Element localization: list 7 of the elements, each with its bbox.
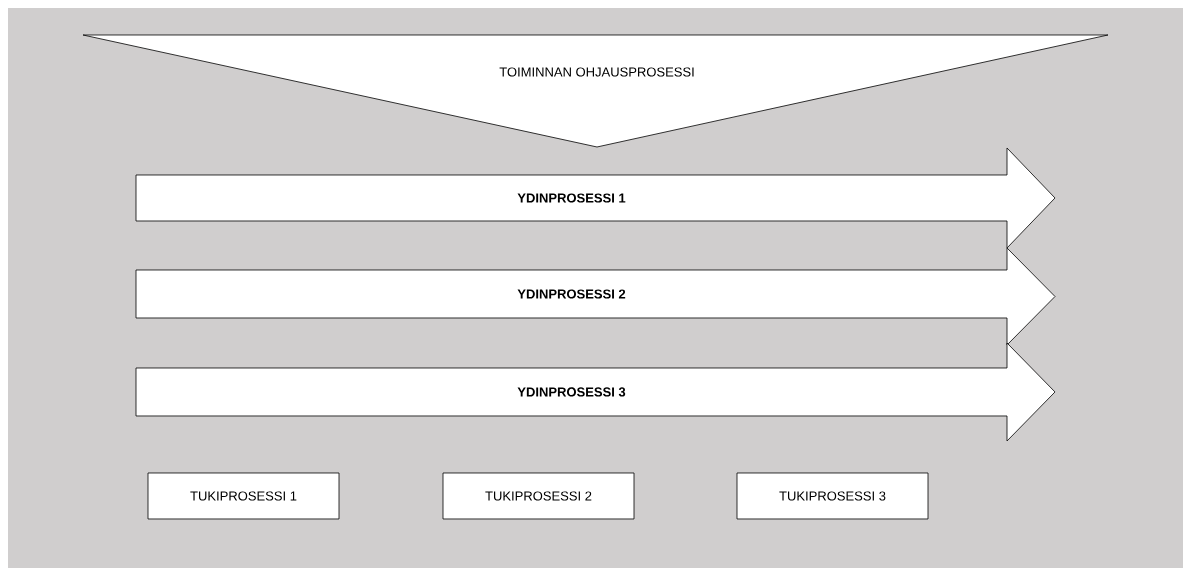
process-band: YDINPROSESSI 2 (135, 247, 1056, 346)
process-box: TUKIPROSESSI 1 (147, 472, 340, 520)
process-band: YDINPROSESSI 1 (135, 147, 1056, 249)
process-band: YDINPROSESSI 3 (135, 342, 1056, 442)
process-box: TUKIPROSESSI 3 (736, 472, 929, 520)
funnel-triangle: TOIMINNAN OHJAUSPROSESSI (82, 34, 1109, 148)
process-box: TUKIPROSESSI 2 (442, 472, 635, 520)
